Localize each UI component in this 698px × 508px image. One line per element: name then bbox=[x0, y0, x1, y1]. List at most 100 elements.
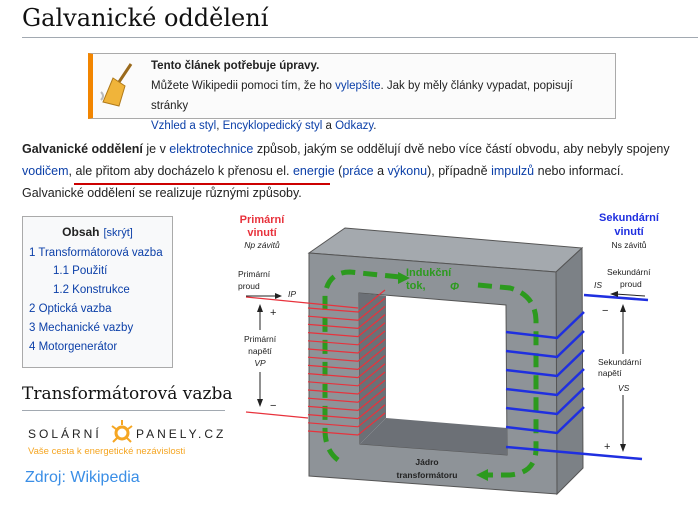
label: proud bbox=[238, 281, 260, 291]
primary-winding-title: vinutí bbox=[247, 227, 277, 239]
text: nebo informací. bbox=[534, 164, 624, 178]
period: . bbox=[373, 120, 377, 132]
secondary-lead bbox=[583, 293, 649, 302]
label: Sekundární bbox=[607, 267, 651, 277]
primary-coil-turn bbox=[307, 330, 386, 354]
label: proud bbox=[620, 279, 642, 289]
primary-turns: Np závitů bbox=[244, 240, 280, 250]
text: ), případně bbox=[427, 164, 492, 178]
primary-coil-turn bbox=[307, 396, 386, 420]
secondary-coil-turn bbox=[505, 387, 585, 416]
section-divider bbox=[22, 410, 225, 411]
ip-label: IP bbox=[288, 289, 296, 299]
primary-coil-turn bbox=[307, 338, 386, 362]
conductor-link[interactable]: vodičem bbox=[22, 164, 69, 178]
logo-text-right: PANELY.CZ bbox=[136, 427, 227, 441]
primary-coil-turn bbox=[307, 379, 386, 403]
sun-icon bbox=[111, 420, 133, 443]
core-label: Jádro bbox=[415, 457, 438, 467]
logo-text-left: SOLÁRNÍ bbox=[28, 427, 102, 441]
notice-heading: Tento článek potřebuje úpravy. bbox=[151, 60, 320, 72]
toc-title: Obsah bbox=[62, 225, 100, 239]
text: je v bbox=[142, 142, 170, 156]
intro-bold: Galvanické oddělení bbox=[22, 142, 143, 156]
primary-winding-title: Primární bbox=[240, 214, 286, 226]
plus-sign: + bbox=[270, 307, 276, 319]
primary-coil-turn bbox=[307, 363, 386, 387]
toc-item[interactable]: 2 Optická vazba bbox=[29, 303, 112, 315]
secondary-coil-turn bbox=[505, 406, 585, 435]
core-side-face bbox=[555, 246, 584, 496]
primary-coil-turn bbox=[307, 346, 386, 371]
toc-item[interactable]: 1.2 Konstrukce bbox=[53, 284, 130, 296]
page-title: Galvanické oddělení bbox=[22, 4, 269, 32]
improve-link[interactable]: vylepšíte bbox=[335, 80, 381, 92]
solarni-panely-logo: SOLÁRNÍ PANELY.CZ bbox=[28, 420, 238, 446]
links-link[interactable]: Odkazy bbox=[335, 120, 374, 132]
separator: a bbox=[322, 120, 336, 132]
toc-item[interactable]: 4 Motorgenerátor bbox=[29, 341, 118, 353]
secondary-winding-title: vinutí bbox=[614, 226, 644, 238]
energy-link[interactable]: energie bbox=[292, 164, 335, 178]
label: Primární bbox=[238, 269, 271, 279]
flux-label: tok, bbox=[406, 280, 426, 292]
vs-label: VS bbox=[618, 383, 630, 393]
label: Sekundární bbox=[598, 357, 642, 367]
primary-lead bbox=[245, 296, 359, 309]
primary-winding bbox=[307, 289, 386, 436]
flux-arrow-icon bbox=[476, 469, 488, 481]
title-divider bbox=[22, 37, 698, 38]
core-hole-inner bbox=[360, 418, 507, 455]
secondary-coil-turn bbox=[505, 368, 585, 397]
encyclopedic-style-link[interactable]: Encyklopedický styl bbox=[222, 120, 323, 132]
primary-lead bbox=[245, 411, 309, 419]
label: Primární bbox=[244, 334, 277, 344]
flux-path bbox=[477, 282, 539, 478]
intro-line-3: Galvanické oddělení se realizuje různými… bbox=[22, 186, 302, 200]
phi-symbol: Φ bbox=[450, 281, 459, 293]
style-link[interactable]: Vzhled a styl bbox=[151, 120, 217, 132]
cleanup-notice: Tento článek potřebuje úpravy. Můžete Wi… bbox=[88, 53, 616, 132]
broom-icon bbox=[100, 63, 133, 107]
table-of-contents: Obsah[skrýt] 1 Transformátorová vazba 1.… bbox=[22, 216, 173, 368]
toc-item[interactable]: 1 Transformátorová vazba bbox=[29, 247, 163, 259]
text: a bbox=[373, 164, 388, 178]
logo-tagline: Vaše cesta k energetické nezávislosti bbox=[28, 446, 186, 457]
work-link[interactable]: práce bbox=[342, 164, 374, 178]
transformer-diagram: Primární vinutí Sekundární vinutí Np záv… bbox=[238, 212, 660, 496]
flux-label: Indukční bbox=[406, 267, 452, 279]
secondary-winding bbox=[505, 311, 585, 435]
primary-coil-turn bbox=[307, 387, 386, 412]
red-highlight-underline bbox=[74, 183, 330, 185]
impulses-link[interactable]: impulzů bbox=[491, 164, 535, 178]
intro-line-1: Galvanické oddělení je v elektrotechnice… bbox=[22, 142, 670, 157]
primary-coil-turn bbox=[307, 355, 386, 379]
text: ( bbox=[334, 164, 343, 178]
plus-sign: + bbox=[604, 441, 610, 453]
secondary-coil-turn bbox=[505, 330, 585, 359]
primary-coil-turn bbox=[307, 412, 386, 436]
separator: , bbox=[216, 120, 223, 132]
toc-toggle[interactable]: [skrýt] bbox=[103, 227, 133, 239]
minus-sign: − bbox=[270, 400, 276, 412]
primary-coil-turn bbox=[307, 322, 386, 346]
toc-item[interactable]: 3 Mechanické vazby bbox=[29, 322, 134, 334]
primary-coil-turn bbox=[307, 289, 386, 313]
minus-sign: − bbox=[602, 305, 608, 317]
notice-text: Můžete Wikipedii pomoci tím, že ho bbox=[151, 80, 336, 92]
intro-line-2: vodičem, ale přitom aby docházelo k přen… bbox=[22, 164, 624, 179]
power-link[interactable]: výkonu bbox=[387, 164, 428, 178]
electrotechnics-link[interactable]: elektrotechnice bbox=[169, 142, 254, 156]
secondary-turns: Ns závitů bbox=[612, 240, 647, 250]
primary-coil-turn bbox=[307, 371, 386, 395]
secondary-winding-title: Sekundární bbox=[599, 212, 660, 224]
notice-text: . Jak by měly články vypadat, popisují s… bbox=[151, 80, 573, 112]
secondary-coil-turn bbox=[505, 349, 585, 378]
secondary-lead bbox=[505, 445, 643, 461]
primary-coil-turn bbox=[307, 314, 386, 338]
source-caption: Zdroj: Wikipedia bbox=[25, 469, 140, 486]
text: , ale přitom aby docházelo k přenosu el. bbox=[68, 164, 293, 178]
label: napětí bbox=[598, 368, 622, 378]
toc-item[interactable]: 1.1 Použití bbox=[53, 265, 108, 277]
current-voltage-arrows bbox=[246, 291, 646, 452]
